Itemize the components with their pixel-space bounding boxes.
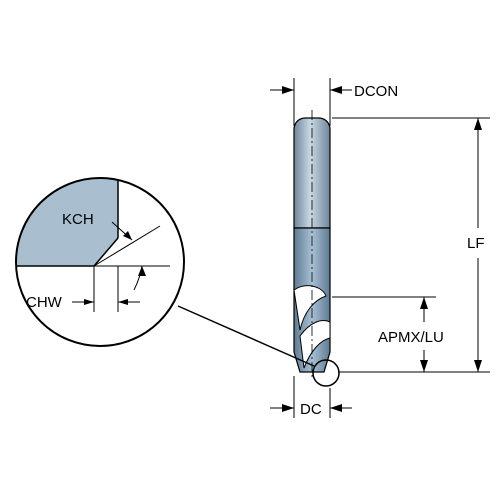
lf-dimension [332, 117, 490, 373]
dc-label: DC [300, 401, 322, 418]
detail-circle-border [15, 177, 185, 347]
dcon-dimension [270, 78, 352, 126]
chw-label: CHW [26, 294, 63, 311]
tip-detail-marker [312, 359, 340, 387]
kch-label: KCH [62, 211, 94, 228]
apmx-lu-label: APMX/LU [378, 329, 444, 346]
apmx-lu-dimension [332, 296, 436, 372]
dc-dimension [270, 376, 352, 418]
drill-flute [299, 320, 331, 369]
lf-label: LF [467, 235, 485, 252]
drill-tool [293, 110, 340, 387]
dcon-label: DCON [354, 83, 398, 100]
chamfer-detail-view [15, 177, 185, 347]
drill-flute [293, 285, 327, 331]
detail-leader-line [177, 305, 315, 367]
